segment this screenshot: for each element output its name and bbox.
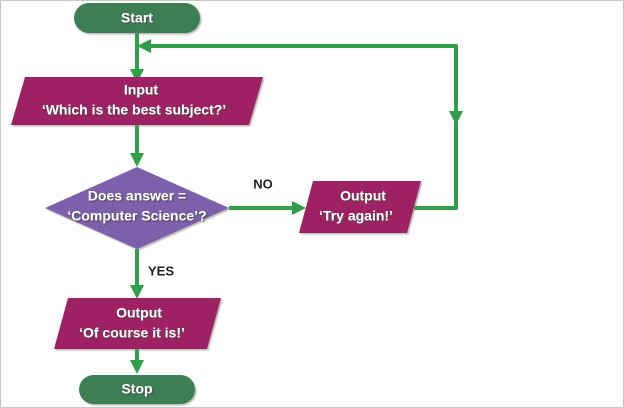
connector-input-to-decision: [130, 125, 144, 167]
output-retry-label-line2: ‘Try again!’: [319, 208, 393, 224]
branch-label-no: NO: [253, 176, 273, 191]
node-stop[interactable]: Stop: [79, 375, 195, 404]
start-label: Start: [121, 10, 153, 26]
start-shape[interactable]: [74, 3, 200, 33]
node-decision[interactable]: Does answer = ‘Computer Science’?: [45, 167, 229, 249]
input-label-line2: ‘Which is the best subject?’: [42, 102, 226, 118]
branch-label-yes: YES: [148, 263, 174, 278]
decision-label-line1: Does answer =: [88, 188, 186, 204]
input-label-line1: Input: [124, 82, 159, 98]
output-success-label-line2: ‘Of course it is!’: [79, 325, 185, 341]
connector-decision-yes: [130, 249, 144, 299]
decision-label-line2: ‘Computer Science’?: [67, 208, 206, 224]
stop-label: Stop: [121, 381, 152, 397]
input-shape[interactable]: [11, 77, 263, 125]
node-start[interactable]: Start: [74, 3, 200, 33]
connector-decision-no: [229, 201, 306, 215]
connector-output-to-stop: [130, 349, 144, 374]
node-input[interactable]: Input ‘Which is the best subject?’: [11, 77, 263, 125]
output-retry-label-line1: Output: [340, 188, 386, 204]
decision-shape[interactable]: [45, 167, 229, 249]
output-success-shape[interactable]: [54, 298, 221, 349]
output-success-label-line1: Output: [116, 305, 162, 321]
stop-shape[interactable]: [79, 375, 195, 404]
node-output-retry[interactable]: Output ‘Try again!’: [299, 181, 421, 233]
output-retry-shape[interactable]: [299, 181, 421, 233]
connector-loop-return: [137, 39, 463, 210]
node-output-success[interactable]: Output ‘Of course it is!’: [54, 298, 221, 349]
connector-start-to-input: [130, 33, 144, 83]
